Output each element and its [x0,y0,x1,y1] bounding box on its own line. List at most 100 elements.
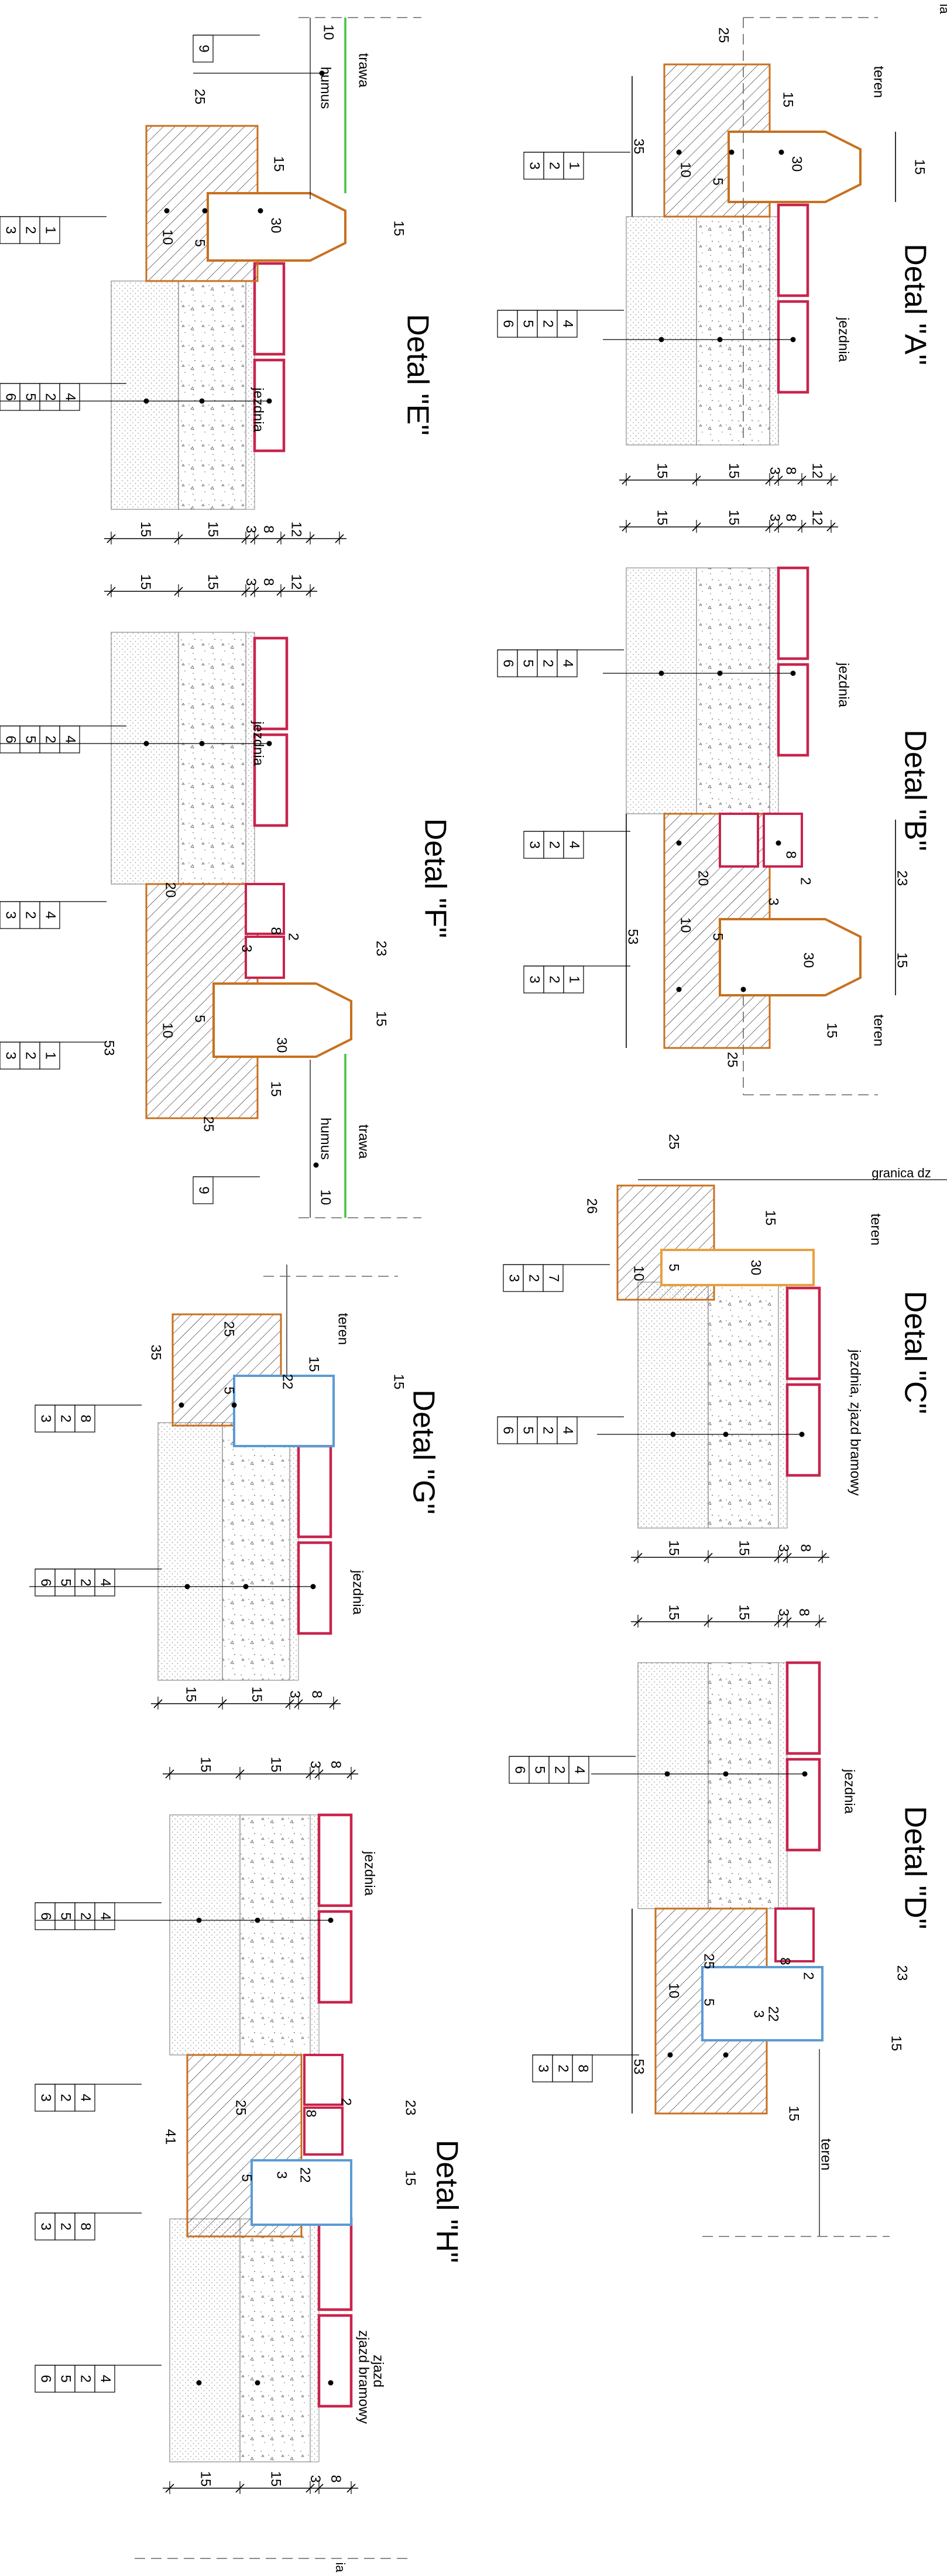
dimension-label: 15 [198,2471,214,2487]
dimension-label: 3 [307,1760,323,1768]
edging-block [245,936,285,979]
cut-off-label: ia [333,2562,348,2572]
paving-block [253,636,289,731]
paving-block [785,1661,821,1755]
curb-stone [719,918,862,996]
paving-block [297,1444,332,1539]
dimension-label: 15 [138,574,153,590]
layer-number: 4 [560,320,576,327]
dimension-label: 23 [894,1965,910,1981]
edging-block [719,813,759,868]
layer-number: 4 [567,841,582,848]
layer-number: 2 [540,320,556,327]
layer-number: 4 [98,2375,114,2382]
dimension-label: 15 [249,1687,265,1703]
dimension-label: 23 [373,941,389,957]
dimension-label: 3 [766,898,781,905]
layer-marker-dot [723,2052,729,2058]
label-terrain: teren [871,66,887,98]
detail-title: Detal "F" [418,818,452,938]
paving-block [777,663,809,757]
dimension-label: 8 [783,513,799,521]
dimension-label: 10 [666,1983,682,1999]
dimension-label: 10 [318,1190,334,1205]
base-layer [696,567,770,814]
layer-number: 2 [23,911,39,919]
dimension-label: 5 [221,1386,237,1394]
layer-marker-dot [667,2052,673,2058]
dimension-label: 10 [160,229,176,245]
label-roadway-gate: jezdnia, zjazd bramowy [848,1349,863,1495]
layer-number: 9 [196,1186,212,1194]
layer-number: 5 [58,2375,74,2382]
layer-number: 6 [500,1426,516,1434]
layer-number: 9 [196,44,212,52]
dimension-label: 15 [824,1023,840,1039]
subbase-layer [626,567,697,814]
paving-block [317,2314,353,2408]
layer-marker-dot [328,2380,334,2386]
curb-stone [728,131,862,203]
dimension-label: 10 [160,1023,176,1039]
dimension-label: 15 [726,510,742,526]
dimension-label: 3 [274,2171,290,2178]
dimension-label: 3 [307,2475,323,2482]
dimension-label: 3 [776,1544,791,1551]
edging-block [303,2106,344,2156]
dimension-label: 15 [391,221,407,237]
layer-number: 6 [38,1578,54,1586]
paving-block [777,300,809,394]
edging-block [303,2054,344,2106]
dimension-label: 15 [763,1210,778,1226]
dimension-label: 25 [725,1052,740,1068]
layer-number: 2 [58,1414,74,1422]
dimension-label: 30 [789,156,805,172]
layer-marker-dot [231,1402,237,1408]
dimension-label: 15 [391,1374,407,1390]
subbase-layer [637,1282,709,1529]
label-roadway: jezdnia [350,1570,366,1615]
paving-block [777,203,809,297]
subbase-layer [111,280,179,510]
dimension-label: 3 [776,1608,791,1616]
layer-number: 6 [38,1912,54,1920]
detail-title: Detal "G" [406,1389,440,1514]
layer-number: 6 [3,735,19,743]
dimension-label: 3 [767,513,783,521]
base-layer [696,216,770,446]
dimension-label: 15 [912,159,928,175]
dimension-label: 15 [306,1356,322,1372]
paving-block [785,1383,821,1477]
dimension-label: 15 [373,1011,389,1027]
dimension-label: 15 [268,1081,284,1097]
layer-number: 3 [527,162,543,169]
layer-marker-dot [258,208,263,214]
layer-number: 2 [540,659,556,667]
dimension-label: 5 [710,933,726,940]
base-layer [178,632,246,885]
dimension-label: 15 [268,2471,284,2487]
dimension-label: 12 [289,574,304,590]
dimension-label: 30 [748,1260,764,1276]
dimension-label: 25 [701,1954,717,1969]
subbase-layer [157,1422,223,1681]
dimension-label: 8 [303,2109,319,2117]
layer-number: 5 [23,393,39,400]
dimension-label: 2 [286,933,301,940]
detail-title: Detal "C" [898,1291,932,1414]
dimension-label: 25 [666,1134,682,1150]
label-humus: humus [318,1118,334,1160]
dimension-label: 15 [666,1540,682,1556]
dimension-label: 2 [338,2098,354,2105]
dimension-label: 5 [192,239,208,246]
layer-number: 2 [43,393,59,400]
detail-title: Detal "E" [400,314,434,435]
dimension-label: 15 [205,522,221,537]
layer-marker-dot [676,149,682,155]
paving-block [253,358,286,453]
dimension-label: 15 [780,92,796,108]
dimension-label: 23 [894,871,910,886]
